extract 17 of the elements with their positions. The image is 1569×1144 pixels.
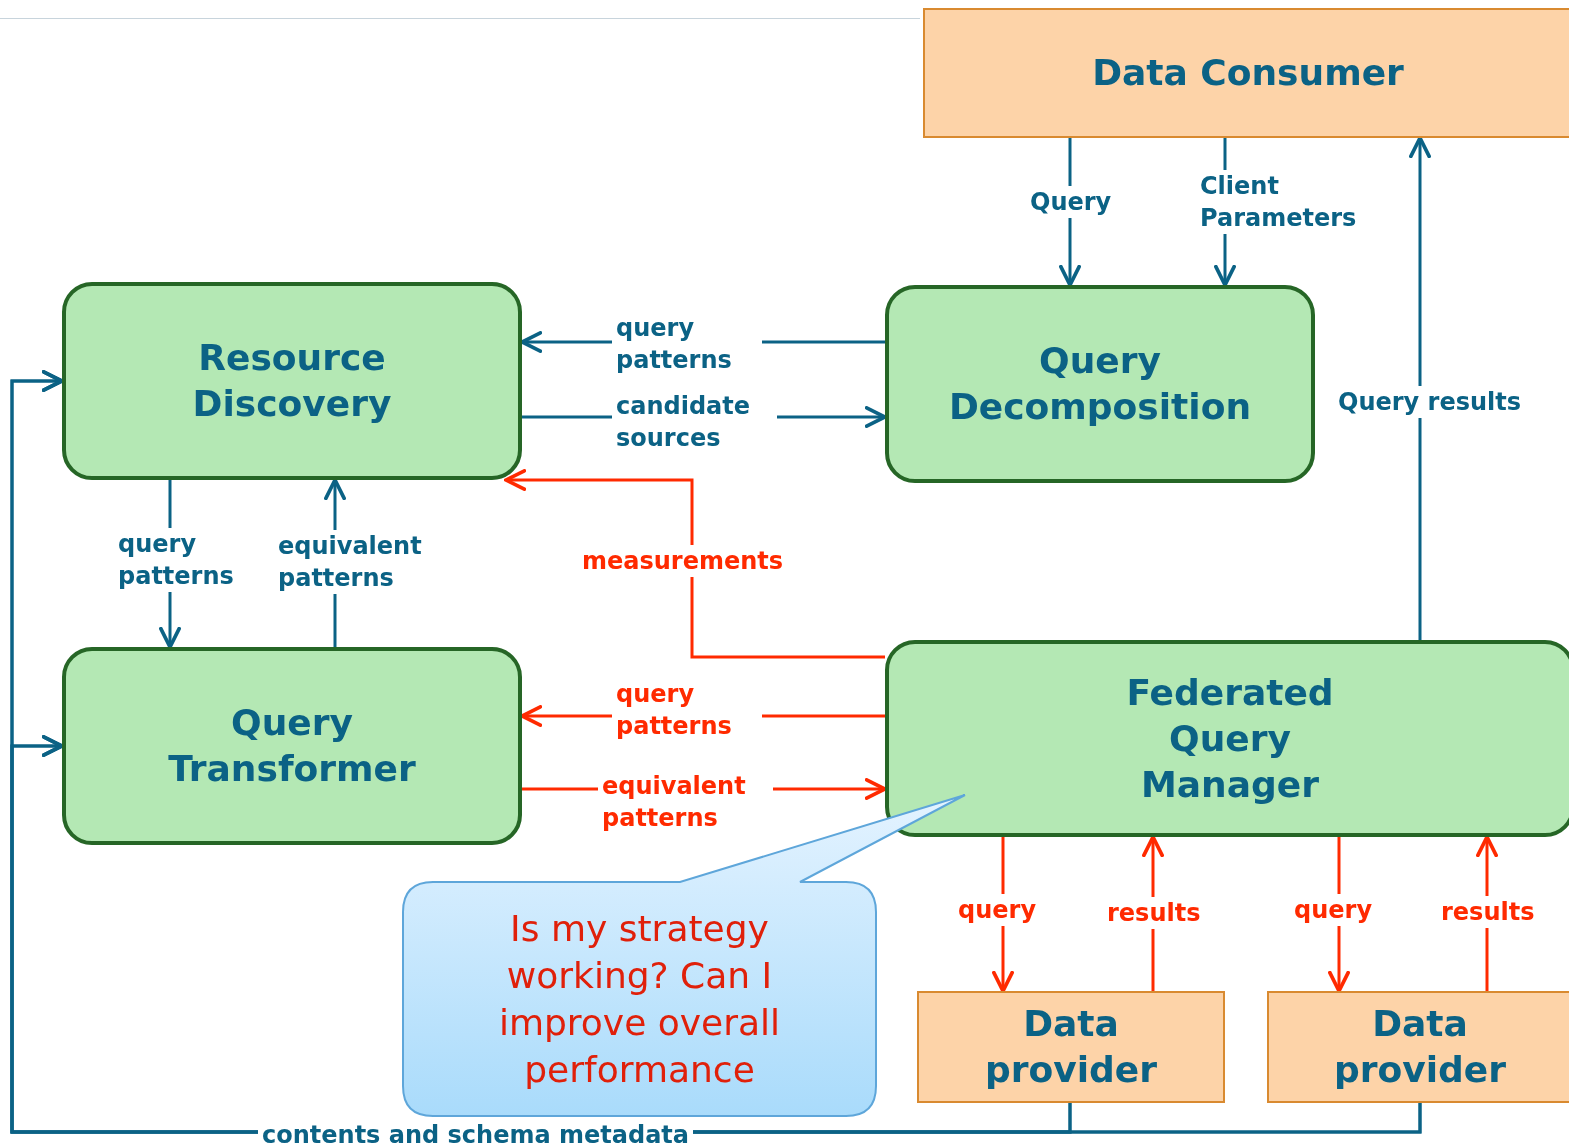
box-label: Is my strategy working? Can I improve overall performance (497, 907, 782, 1092)
arrow (1409, 136, 1431, 640)
process-box (885, 640, 1569, 837)
box-label: Data provider (984, 1002, 1158, 1092)
process-box (885, 285, 1315, 483)
box-label: Query Transformer (167, 701, 417, 791)
actor-box (917, 991, 1225, 1103)
box-label: Query Decomposition (947, 339, 1253, 429)
box-label: Resource Discovery (191, 336, 393, 426)
box-label: Data provider (1333, 1002, 1507, 1092)
process-box (62, 647, 522, 845)
actor-box (1267, 991, 1569, 1103)
process-box (62, 282, 522, 480)
box-label: Data Consumer (1092, 51, 1404, 95)
arrow (504, 469, 885, 659)
actor-box (923, 8, 1569, 138)
box-label: Federated Query Manager (1125, 670, 1335, 807)
